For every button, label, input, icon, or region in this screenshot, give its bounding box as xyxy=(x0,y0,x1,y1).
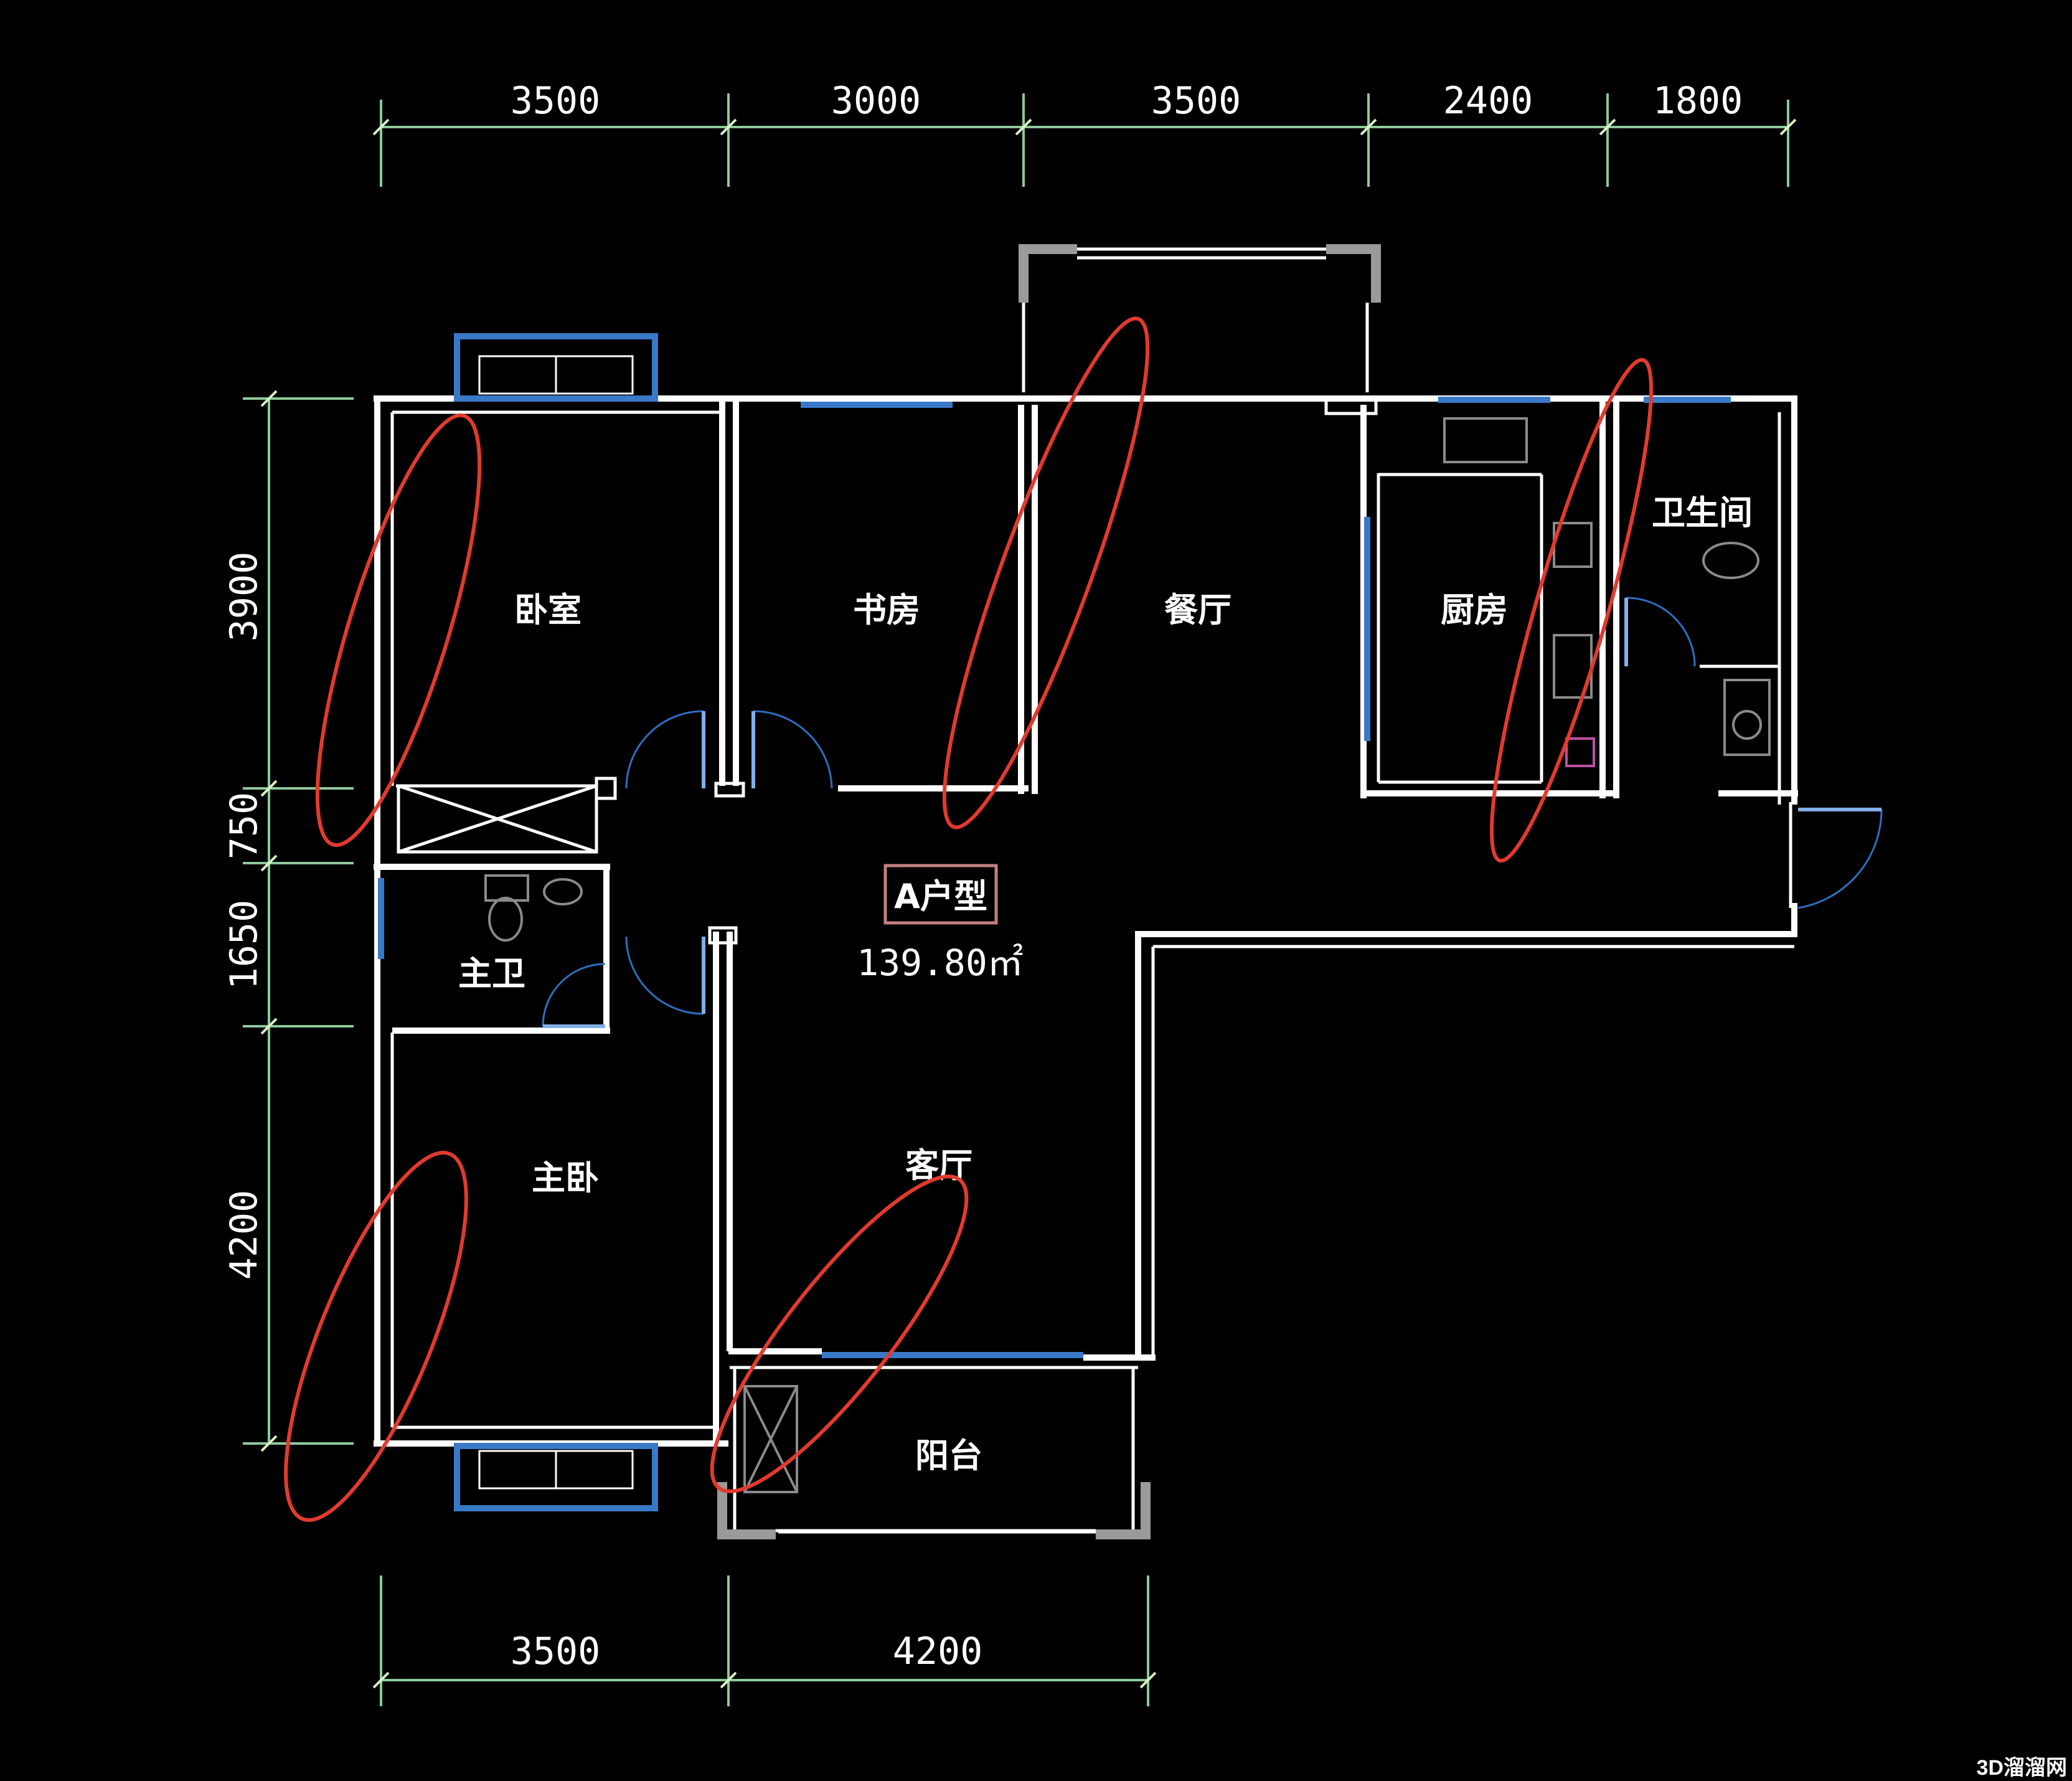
dimension-bottom: 3500 4200 xyxy=(372,1576,1157,1706)
dim-left-2: 750 xyxy=(222,792,266,859)
windows xyxy=(378,333,1731,1511)
dimension-left: 3900 750 1650 4200 xyxy=(222,390,354,1452)
dim-top-1: 3500 xyxy=(511,79,601,123)
highlight-mark xyxy=(1490,357,1653,863)
dining-bay xyxy=(1019,244,1381,392)
exterior-walls xyxy=(374,395,1797,1447)
fixtures xyxy=(484,417,1771,1493)
dim-top-5: 1800 xyxy=(1653,79,1743,123)
highlight-mark xyxy=(284,1151,468,1522)
dim-top-4: 2400 xyxy=(1443,79,1533,123)
dim-left-1: 3900 xyxy=(222,552,266,642)
highlight-marks xyxy=(284,316,1653,1522)
room-label-master-bedroom: 主卧 xyxy=(532,1158,599,1198)
unit-label-box xyxy=(883,864,998,925)
dimension-top: 3500 3000 3500 2400 1800 xyxy=(372,79,1797,187)
unit-area-label: 139.80㎡ xyxy=(857,942,1024,984)
dim-left-3: 1650 xyxy=(222,900,266,990)
unit-type-label: A户型 xyxy=(894,877,987,916)
interior-walls xyxy=(374,397,1798,1534)
balcony-corners xyxy=(717,1482,1151,1539)
highlight-mark xyxy=(942,316,1150,829)
room-label-kitchen: 厨房 xyxy=(1441,590,1508,630)
dim-left-4: 4200 xyxy=(222,1190,266,1280)
dim-bottom-2: 4200 xyxy=(893,1630,983,1673)
room-label-dining: 餐厅 xyxy=(1164,590,1231,630)
dim-top-3: 3500 xyxy=(1151,79,1241,123)
doors xyxy=(542,597,1883,1028)
dim-top-2: 3000 xyxy=(831,79,921,123)
dim-bottom-1: 3500 xyxy=(511,1630,601,1673)
room-label-bathroom: 卫生间 xyxy=(1652,493,1753,532)
watermark: 3D溜溜网 xyxy=(1977,1756,2067,1780)
room-label-bedroom: 卧室 xyxy=(514,590,582,630)
highlight-mark xyxy=(315,413,482,848)
highlight-mark xyxy=(710,1174,969,1493)
room-label-study: 书房 xyxy=(853,590,920,630)
room-label-master-bath: 主卫 xyxy=(458,954,525,993)
room-label-balcony: 阳台 xyxy=(915,1436,982,1475)
